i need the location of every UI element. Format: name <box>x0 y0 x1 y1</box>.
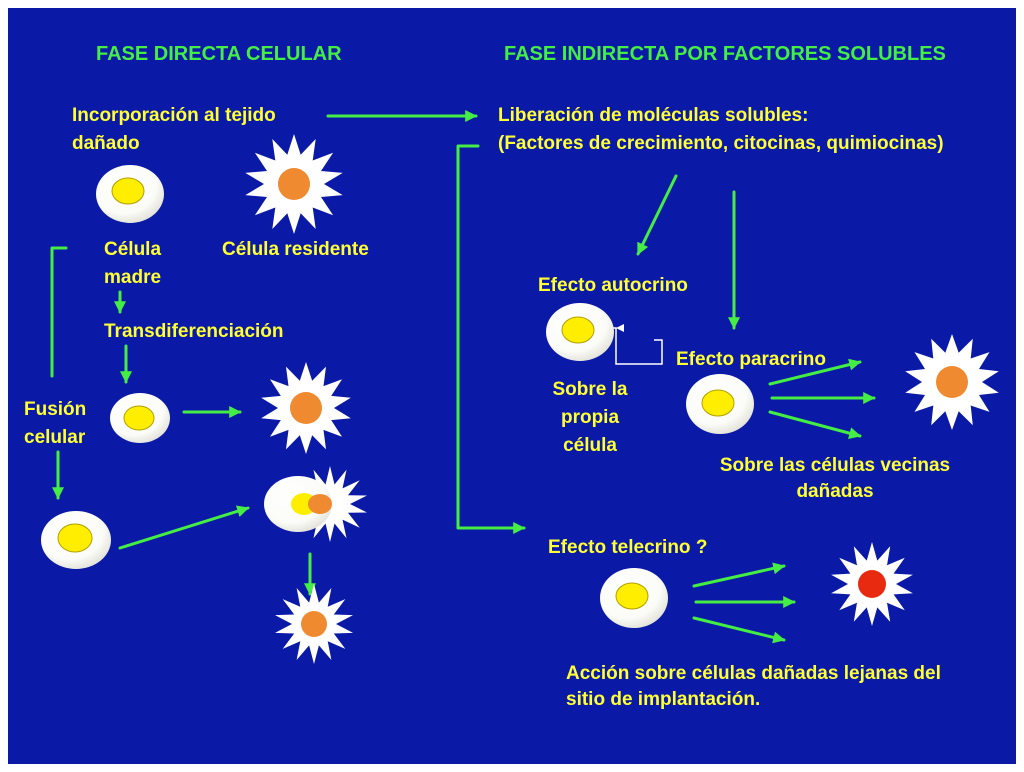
arrow-telecrine-bracket <box>456 144 526 534</box>
label-release-line1: Liberación de moléculas solubles: <box>498 105 809 126</box>
label-distant-line2: sitio de implantación. <box>566 689 761 710</box>
label-own-cell-line2: propia <box>560 407 620 428</box>
heading-direct-phase: FASE DIRECTA CELULAR <box>96 43 342 65</box>
stem-cell-paracrine <box>686 374 754 434</box>
arrow-paracrine-3 <box>768 410 862 440</box>
label-release-line2: (Factores de crecimiento, citocinas, qui… <box>498 133 944 154</box>
arrow-release-to-autocrine <box>636 174 678 256</box>
diagram-graphics <box>41 110 999 664</box>
heading-indirect-phase: FASE INDIRECTA POR FACTORES SOLUBLES <box>504 43 946 65</box>
label-fusion-line2: celular <box>24 427 86 448</box>
label-neighbor-cells-line1: Sobre las células vecinas <box>719 455 951 476</box>
stem-cell-fusion <box>41 511 111 569</box>
label-telecrine: Efecto telecrino ? <box>548 537 708 558</box>
label-transdifferentiation: Transdiferenciación <box>104 321 284 342</box>
label-own-cell-line1: Sobre la <box>552 379 628 400</box>
stem-cell-autocrine <box>546 303 614 361</box>
label-neighbor-cells-line2: dañadas <box>796 481 874 502</box>
arrow-paracrine-1 <box>768 358 862 386</box>
label-resident-cell: Célula residente <box>222 239 369 260</box>
resident-cell-paracrine <box>905 334 999 430</box>
arrow-stem-to-fused <box>118 505 250 550</box>
label-distant-line1: Acción sobre células dañadas lejanas del <box>566 663 941 684</box>
label-stem-cell-line2: madre <box>104 267 162 288</box>
autocrine-loop-head <box>616 324 624 332</box>
diagram-slide: FASE DIRECTA CELULAR FASE INDIRECTA POR … <box>8 8 1016 764</box>
arrow-fusion-bracket <box>50 246 68 378</box>
label-paracrine: Efecto paracrino <box>676 349 826 370</box>
stem-cell-transdif <box>110 393 170 443</box>
stem-cell-top <box>96 165 164 223</box>
stem-cell-telecrine <box>600 568 668 628</box>
fused-cell <box>264 466 367 542</box>
arrow-telecrine-3 <box>692 616 786 644</box>
arrow-autocrine-loop <box>610 327 663 365</box>
resident-cell-top <box>245 134 343 234</box>
label-stem-cell-line1: Célula <box>104 239 162 260</box>
label-fusion-line1: Fusión <box>24 399 87 420</box>
label-autocrine: Efecto autocrino <box>538 275 688 296</box>
resident-cell-transdif <box>261 362 351 454</box>
resident-cell-fusion-result <box>275 584 353 664</box>
label-incorporation-line2: dañado <box>72 133 140 154</box>
label-incorporation-line1: Incorporación al tejido <box>72 105 276 126</box>
label-own-cell-line3: célula <box>563 435 617 456</box>
arrow-telecrine-1 <box>692 562 786 588</box>
damaged-cell-telecrine <box>831 542 913 626</box>
